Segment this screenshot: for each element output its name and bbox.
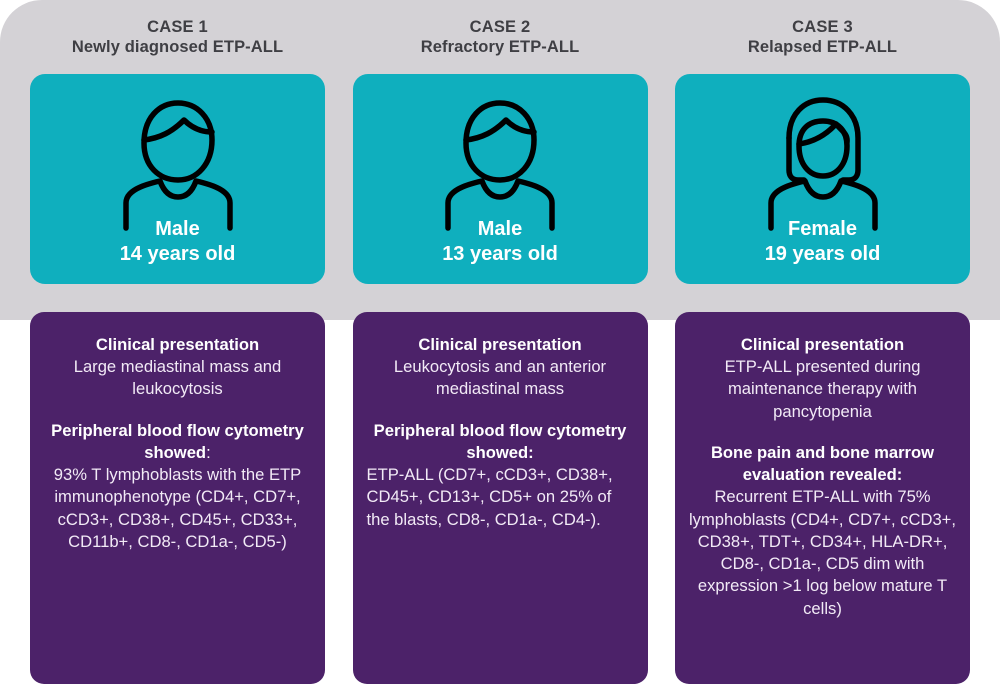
clinical-presentation-heading-2: Clinical presentation [418,335,582,354]
patient-sex-1: Male [155,217,200,240]
case-details-panel-1: Clinical presentation Large mediastinal … [30,312,325,684]
findings-heading-1: Peripheral blood flow cytometry showed: [44,420,311,464]
patient-age-3: 19 years old [764,243,881,266]
patient-card-2: Male 13 years old [352,74,648,284]
clinical-presentation-heading-1: Clinical presentation [95,335,260,354]
panel-spacer-3 [689,423,956,442]
case-header-1: CASE 1 Newly diagnosed ETP-ALL [30,0,325,74]
clinical-presentation-text-2: Leukocytosis and an anterior mediastinal… [393,357,607,399]
case-details-panel-3: Clinical presentation ETP-ALL presented … [675,312,970,684]
patient-demographics-3: Female 19 years old [675,217,970,268]
case-header-3: CASE 3 Relapsed ETP-ALL [675,0,970,74]
clinical-presentation-text-3: ETP-ALL presented during maintenance the… [724,357,921,421]
clinical-presentation-heading-3: Clinical presentation [740,335,905,354]
case-number-label-2: CASE 2 [469,17,531,36]
findings-text-1: 93% T lymphoblasts with the ETP immunoph… [53,465,302,551]
clinical-presentation-text-1: Large mediastinal mass and leukocytosis [73,357,282,399]
patient-demographics-1: Male 14 years old [30,217,325,268]
patient-demographics-2: Male 13 years old [353,217,648,268]
case-number-label-1: CASE 1 [147,17,208,36]
patient-sex-2: Male [477,217,523,240]
case-details-panel-2: Clinical presentation Leukocytosis and a… [352,312,648,684]
findings-heading-colon-1: : [206,442,211,462]
findings-text-2: ETP-ALL (CD7+, cCD3+, CD38+, CD45+, CD13… [366,465,613,529]
male-person-icon [114,88,242,238]
female-person-icon [759,88,887,238]
male-person-icon [436,88,564,238]
patient-age-2: 13 years old [442,243,558,266]
patient-age-1: 14 years old [119,243,236,266]
case-subtitle-label-2: Refractory ETP-ALL [420,38,580,56]
findings-text-3: Recurrent ETP-ALL with 75% lymphoblasts … [689,487,956,618]
patient-card-1: Male 14 years old [30,74,325,284]
panel-spacer-1 [44,401,311,420]
case-subtitle-label-3: Relapsed ETP-ALL [747,38,898,56]
case-subtitle-label-1: Newly diagnosed ETP-ALL [71,38,284,56]
case-number-label-3: CASE 3 [792,17,853,36]
patient-sex-3: Female [788,217,857,240]
findings-heading-text-1: Peripheral blood flow cytometry showed [51,420,304,462]
findings-heading-3: Bone pain and bone marrow evaluation rev… [710,442,935,485]
case-column-2: CASE 2 Refractory ETP-ALL Male 13 years … [352,0,648,684]
panel-spacer-2 [367,401,634,420]
case-column-1: CASE 1 Newly diagnosed ETP-ALL Male 14 y… [30,0,325,684]
case-column-3: CASE 3 Relapsed ETP-ALL Female 19 years … [675,0,970,684]
findings-heading-2: Peripheral blood flow cytometry showed: [373,420,627,462]
patient-card-3: Female 19 years old [675,74,970,284]
case-header-2: CASE 2 Refractory ETP-ALL [353,0,648,74]
